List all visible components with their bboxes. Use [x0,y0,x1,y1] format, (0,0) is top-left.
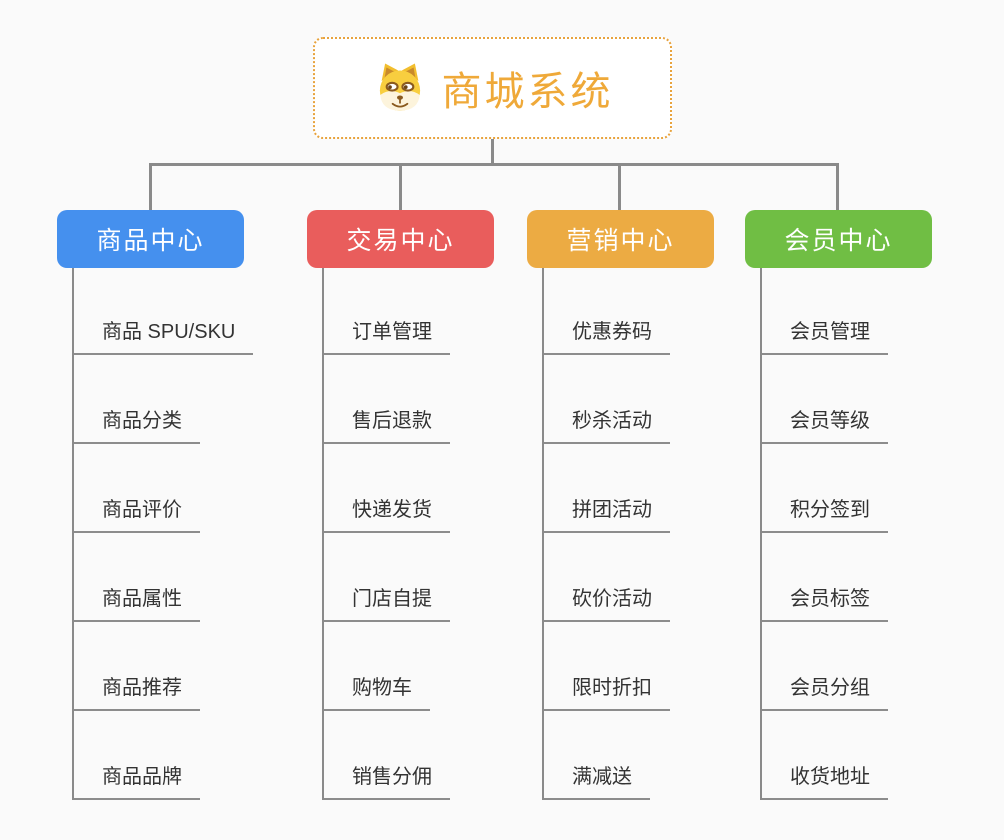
connector-stub-trade [399,164,402,211]
connector-horizontal [149,163,839,166]
leaf-row: 满减送 [544,711,670,800]
leaf-row: 订单管理 [324,268,450,355]
leaf-node-trade-center-3[interactable]: 门店自提 [324,582,450,622]
leaf-node-member-center-5[interactable]: 收货地址 [762,760,888,800]
leaf-row: 秒杀活动 [544,355,670,444]
leaf-node-marketing-center-4[interactable]: 限时折扣 [544,671,670,711]
leaf-row: 快递发货 [324,444,450,533]
leaf-row: 拼团活动 [544,444,670,533]
branch-children-group: 商品 SPU/SKU 商品分类商品评价商品属性商品推荐商品品牌 [72,268,254,800]
leaf-node-trade-center-2[interactable]: 快递发货 [324,493,450,533]
leaf-node-product-center-1[interactable]: 商品分类 [74,404,200,444]
root-title: 商城系统 [441,70,614,114]
leaf-row: 商品品牌 [74,711,253,800]
leaf-row: 售后退款 [324,355,450,444]
leaf-row: 门店自提 [324,533,450,622]
branch-children-group: 会员管理会员等级积分签到会员标签会员分组收货地址 [760,268,888,800]
dog-face-icon [379,63,420,111]
branch-children-group: 订单管理售后退款快递发货门店自提购物车销售分佣 [322,268,450,800]
branch-header-member-center[interactable]: 会员中心 [745,210,932,268]
leaf-row: 销售分佣 [324,711,450,800]
leaf-row: 限时折扣 [544,622,670,711]
leaf-node-member-center-0[interactable]: 会员管理 [762,315,888,355]
leaf-node-member-center-2[interactable]: 积分签到 [762,493,888,533]
branch-column-product-center: 商品中心 商品 SPU/SKU 商品分类商品评价商品属性商品推荐商品品牌 [57,210,254,800]
branch-column-member-center: 会员中心 会员管理会员等级积分签到会员标签会员分组收货地址 [745,210,932,800]
leaf-node-trade-center-1[interactable]: 售后退款 [324,404,450,444]
leaf-row: 商品 SPU/SKU [74,268,254,355]
leaf-node-member-center-4[interactable]: 会员分组 [762,671,888,711]
leaf-row: 会员分组 [762,622,888,711]
leaf-row: 收货地址 [762,711,888,800]
connector-stub-product [149,164,152,211]
connector-stub-marketing [618,164,621,211]
leaf-node-trade-center-0[interactable]: 订单管理 [324,315,450,355]
leaf-node-trade-center-5[interactable]: 销售分佣 [324,760,450,800]
connector-stub-member [836,164,839,211]
branch-header-marketing-center[interactable]: 营销中心 [527,210,714,268]
leaf-row: 会员标签 [762,533,888,622]
leaf-node-marketing-center-2[interactable]: 拼团活动 [544,493,670,533]
leaf-row: 砍价活动 [544,533,670,622]
leaf-node-trade-center-4[interactable]: 购物车 [324,671,430,711]
leaf-row: 商品属性 [74,533,253,622]
branch-column-marketing-center: 营销中心 优惠券码秒杀活动拼团活动砍价活动限时折扣满减送 [527,210,714,800]
leaf-row: 积分签到 [762,444,888,533]
leaf-node-marketing-center-0[interactable]: 优惠券码 [544,315,670,355]
leaf-row: 会员管理 [762,268,888,355]
leaf-node-product-center-4[interactable]: 商品推荐 [74,671,200,711]
leaf-row: 商品推荐 [74,622,253,711]
leaf-row: 优惠券码 [544,268,670,355]
leaf-node-product-center-3[interactable]: 商品属性 [74,582,200,622]
leaf-row: 商品评价 [74,444,253,533]
branch-header-trade-center[interactable]: 交易中心 [307,210,494,268]
leaf-node-product-center-5[interactable]: 商品品牌 [74,760,200,800]
leaf-row: 购物车 [324,622,450,711]
root-node[interactable]: 商城系统 [313,37,672,139]
leaf-row: 商品分类 [74,355,253,444]
leaf-node-marketing-center-3[interactable]: 砍价活动 [544,582,670,622]
branch-header-product-center[interactable]: 商品中心 [57,210,244,268]
leaf-node-marketing-center-1[interactable]: 秒杀活动 [544,404,670,444]
leaf-node-product-center-0[interactable]: 商品 SPU/SKU [74,315,254,355]
leaf-row: 会员等级 [762,355,888,444]
leaf-node-member-center-3[interactable]: 会员标签 [762,582,888,622]
leaf-node-product-center-2[interactable]: 商品评价 [74,493,200,533]
leaf-node-member-center-1[interactable]: 会员等级 [762,404,888,444]
branch-column-trade-center: 交易中心 订单管理售后退款快递发货门店自提购物车销售分佣 [307,210,494,800]
branch-children-group: 优惠券码秒杀活动拼团活动砍价活动限时折扣满减送 [542,268,670,800]
leaf-node-marketing-center-5[interactable]: 满减送 [544,760,650,800]
connector-root-trunk [491,138,494,165]
